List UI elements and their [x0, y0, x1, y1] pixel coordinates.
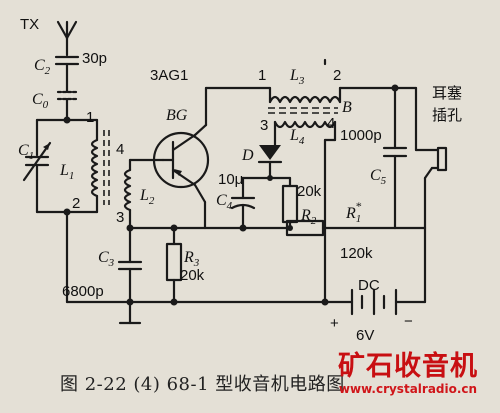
- battery-dc: [350, 226, 427, 316]
- c4-label: C4: [216, 192, 233, 212]
- r2-value: 20k: [297, 183, 322, 200]
- capacitor-c4: [230, 176, 256, 230]
- l2-label: L2: [139, 187, 155, 207]
- c5-value: 1000p: [340, 127, 382, 144]
- inductor-l1: [90, 130, 110, 205]
- l4-pin-left: 3: [260, 117, 268, 134]
- watermark-url: www.crystalradio.cn: [338, 382, 478, 396]
- transformer-b: [268, 95, 342, 152]
- earphone-label-line1: 耳塞: [432, 84, 462, 102]
- earphone-label-line2: 插孔: [432, 107, 462, 124]
- antenna-symbol: [56, 20, 78, 57]
- r3-label: R3: [183, 249, 200, 269]
- r3-value: 20k: [180, 267, 205, 284]
- transistor-bg: [152, 86, 210, 230]
- capacitor-c2: [54, 55, 80, 94]
- l1-pin-top: 1: [86, 109, 94, 126]
- c1-label: C1: [18, 142, 34, 162]
- b-label: B: [342, 99, 352, 116]
- capacitor-c0: [56, 90, 78, 122]
- l3-label: L3: [289, 67, 305, 87]
- d-label: D: [241, 147, 254, 164]
- battery-minus-label: −: [404, 313, 413, 330]
- watermark-title: 矿石收音机: [338, 351, 478, 382]
- r1-label: R1*: [345, 199, 361, 225]
- l2-pin-top: 4: [116, 141, 124, 158]
- bg-label: BG: [166, 107, 188, 124]
- diode-d: [241, 145, 292, 181]
- capacitor-c3: [117, 226, 143, 325]
- resistor-r2: [281, 176, 299, 231]
- dc-label: DC: [358, 277, 380, 294]
- r1-value: 120k: [340, 245, 373, 262]
- earphone-jack: [414, 146, 448, 230]
- l3-pin-right: 2: [333, 67, 341, 84]
- c3-label: C3: [98, 249, 115, 269]
- l1-label: L1: [59, 162, 74, 182]
- c2-value: 30p: [82, 50, 107, 67]
- watermark: 矿石收音机 www.crystalradio.cn: [322, 351, 494, 397]
- figure-caption: 图 2-22 (4) 68-1 型收音机电路图: [60, 374, 345, 395]
- resistor-r1: [285, 219, 325, 237]
- bias-bus: [126, 224, 397, 232]
- voltage-label: 6V: [356, 327, 374, 344]
- l2-pin-bottom: 3: [116, 209, 124, 226]
- c3-value: 6800p: [62, 283, 104, 300]
- l4-label: L4: [289, 127, 305, 147]
- battery-plus-label: +: [330, 315, 339, 332]
- antenna-label: TX: [20, 16, 39, 33]
- top-rail: [204, 58, 418, 152]
- transistor-type-label: 3AG1: [150, 67, 188, 84]
- resistor-r3: [165, 226, 183, 304]
- c5-label: C5: [370, 167, 387, 187]
- c2-label: C2: [34, 57, 51, 77]
- c0-label: C0: [32, 91, 49, 111]
- r2-label: R2: [300, 207, 317, 227]
- capacitor-c1: [22, 141, 52, 182]
- l4-pin-right: 4: [327, 115, 335, 132]
- right-rail: [323, 138, 337, 304]
- l1-pin-bottom: 2: [72, 195, 80, 212]
- capacitor-c5: [382, 146, 427, 230]
- l3-pin-left: 1: [258, 67, 266, 84]
- c4-value: 10μ: [218, 171, 243, 188]
